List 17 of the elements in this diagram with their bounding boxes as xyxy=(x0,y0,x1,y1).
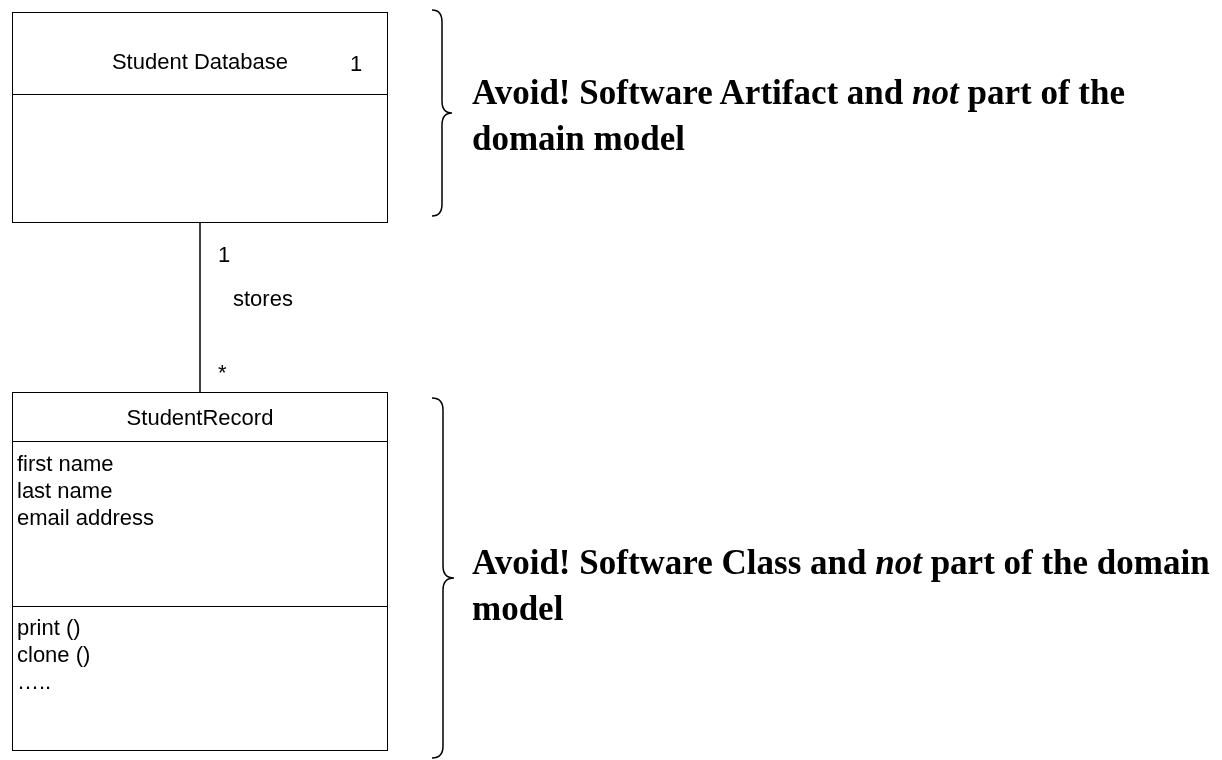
class-name: Student Database xyxy=(111,49,289,75)
operation: ….. xyxy=(17,669,52,695)
annotation-note: Avoid! Software Class and not part of the domain model xyxy=(472,542,1211,630)
class-box xyxy=(12,392,388,751)
operation: clone () xyxy=(17,642,91,668)
annotation-note: Avoid! Software Artifact and not part of the domain model xyxy=(472,72,1126,160)
attribute: email address xyxy=(17,505,154,531)
attribute: first name xyxy=(17,451,114,477)
class-name: StudentRecord xyxy=(126,405,274,431)
attribute: last name xyxy=(17,478,113,504)
multiplicity: * xyxy=(218,360,227,386)
association-line xyxy=(199,222,201,393)
operation: print () xyxy=(17,615,81,641)
multiplicity: 1 xyxy=(350,51,363,77)
association-label: stores xyxy=(233,285,293,312)
class-box xyxy=(12,12,388,223)
multiplicity: 1 xyxy=(218,242,231,268)
